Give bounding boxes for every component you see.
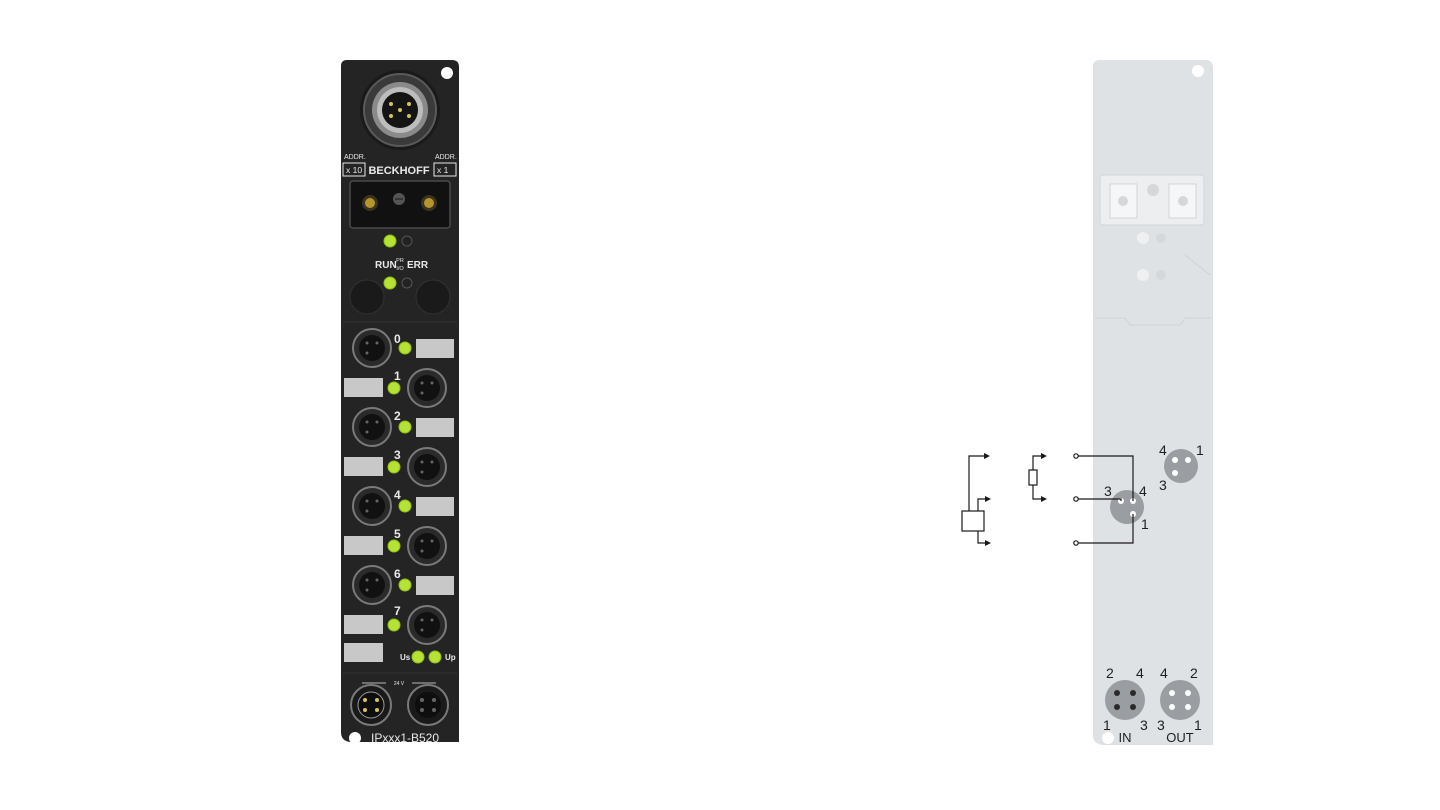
svg-text:3: 3 [1157, 717, 1165, 733]
led-act [401, 235, 413, 247]
svg-text:2: 2 [1190, 665, 1198, 681]
power-up-label: Up [445, 653, 456, 662]
channel-4[interactable]: 4 [352, 486, 454, 526]
svg-text:5: 5 [394, 527, 401, 541]
svg-text:4: 4 [1160, 665, 1168, 681]
addr-left-value: x 10 [346, 165, 362, 175]
power-out-connector[interactable] [407, 684, 449, 726]
fieldbus-connector[interactable] [360, 70, 440, 150]
label-slot-power [344, 643, 383, 662]
led-run [383, 276, 397, 290]
channel-1[interactable]: 1 [344, 368, 447, 408]
panel-housing [1093, 60, 1213, 745]
svg-text:IN: IN [1119, 730, 1132, 745]
channel-2[interactable]: 2 [352, 407, 454, 447]
svg-text:4: 4 [1139, 483, 1147, 499]
svg-text:3: 3 [1104, 483, 1112, 499]
resistor-symbol [1028, 469, 1038, 486]
power-us-label: Us [400, 653, 411, 662]
status-pr-label: PR [396, 258, 404, 264]
addr-right-label: ADDR. [435, 154, 457, 161]
cap-left [349, 279, 385, 315]
status-io-label: I/O [396, 266, 404, 272]
power-in-symbol: 2 4 1 3 IN [1103, 665, 1148, 745]
led-link [383, 234, 397, 248]
svg-text:1: 1 [1103, 717, 1111, 733]
svg-text:3: 3 [394, 448, 401, 462]
addr-right-value: x 1 [437, 165, 449, 175]
led-us [411, 650, 425, 664]
pinout-panel: 4 1 3 3 4 1 2 4 1 3 IN [1093, 60, 1213, 745]
status-run-label: RUN [375, 260, 397, 271]
svg-text:1: 1 [1141, 516, 1149, 532]
addr-right-box [433, 162, 457, 177]
svg-text:4: 4 [1136, 665, 1144, 681]
svg-text:1: 1 [1196, 442, 1204, 458]
svg-text:4: 4 [394, 488, 401, 502]
model-label: IPxxx1-B520 [371, 731, 439, 745]
svg-text:0: 0 [394, 332, 401, 346]
panel-hole-bottom [1102, 732, 1114, 744]
address-switch-x1[interactable] [421, 195, 437, 211]
svg-text:1: 1 [394, 369, 401, 383]
channel-6[interactable]: 6 [352, 565, 454, 605]
panel-hole-top [1192, 65, 1204, 77]
svg-text:6: 6 [394, 567, 401, 581]
svg-text:1: 1 [1194, 717, 1202, 733]
addr-left-label: ADDR. [344, 154, 366, 161]
mounting-hole-bottom [349, 732, 361, 744]
led-up [428, 650, 442, 664]
svg-text:7: 7 [394, 604, 401, 618]
signal-connector-symbol: 4 1 3 [1159, 442, 1204, 493]
svg-text:4: 4 [1159, 442, 1167, 458]
cap-right [415, 279, 451, 315]
mounting-hole-top [441, 67, 453, 79]
svg-text:3: 3 [1140, 717, 1148, 733]
svg-text:3: 3 [1159, 477, 1167, 493]
svg-text:2: 2 [1106, 665, 1114, 681]
power-out-symbol: 4 2 3 1 OUT [1157, 665, 1202, 745]
box-module: ADDR. x 10 ADDR. x 1 BECKHOFF RUN PR I/O… [341, 60, 459, 745]
svg-text:OUT: OUT [1166, 730, 1194, 745]
status-err-label: ERR [407, 260, 429, 271]
svg-text:2: 2 [394, 409, 401, 423]
wiring-diagram [961, 453, 1134, 546]
led-err [401, 277, 413, 289]
addr-left-box [342, 162, 366, 177]
channel-7[interactable]: 7 [344, 604, 447, 645]
brand-logo: BECKHOFF [368, 165, 429, 177]
address-switch-x10[interactable] [362, 195, 378, 211]
channel-5[interactable]: 5 [344, 526, 447, 566]
power-in-connector[interactable] [350, 684, 392, 726]
channel-0[interactable]: 0 [352, 328, 454, 368]
channel-3[interactable]: 3 [344, 447, 447, 487]
power-voltage-label: 24 V [394, 681, 405, 687]
sensor-box [961, 510, 985, 532]
